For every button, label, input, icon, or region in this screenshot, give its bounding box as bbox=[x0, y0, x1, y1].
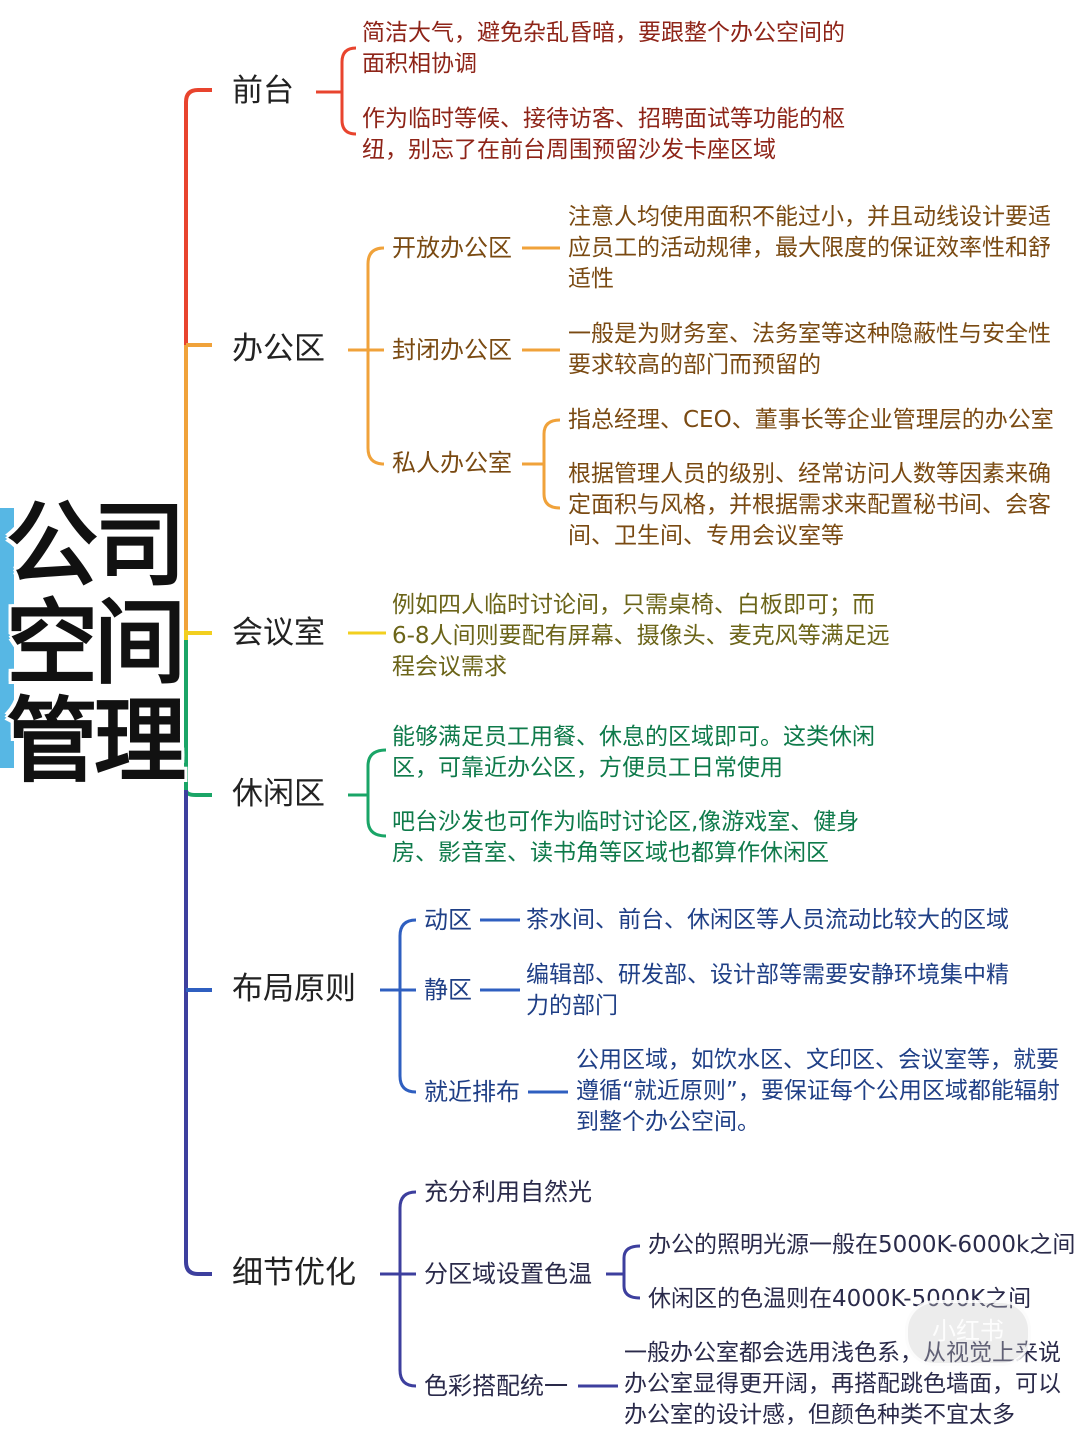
office-private-label: 私人办公室 bbox=[392, 449, 512, 477]
title-line-1: 公司 bbox=[6, 492, 186, 599]
title-line-2: 空间 bbox=[6, 590, 186, 697]
layout-dynamic-note: 茶水间、前台、休闲区等人员流动比较大的区域 bbox=[526, 907, 1009, 933]
layout-nearby-label: 就近排布 bbox=[424, 1078, 520, 1106]
layout-dynamic-label: 动区 bbox=[424, 906, 472, 934]
branch-meeting: 会议室 bbox=[232, 615, 325, 651]
title-line-3: 管理 bbox=[6, 688, 186, 795]
detail-temp-note-2: 休闲区的色温则在4000K-5000K之间 bbox=[648, 1286, 1032, 1312]
branch-detail: 细节优化 bbox=[232, 1255, 356, 1291]
office-closed-label: 封闭办公区 bbox=[392, 336, 512, 364]
office-private-note-1: 指总经理、CEO、董事长等企业管理层的办公室 bbox=[568, 407, 1054, 433]
detail-color-label: 色彩搭配统一 bbox=[424, 1372, 568, 1400]
detail-light-label: 充分利用自然光 bbox=[424, 1178, 592, 1206]
detail-temp-label: 分区域设置色温 bbox=[424, 1260, 592, 1288]
watermark-logo: 小红书 bbox=[905, 1300, 1031, 1366]
leisure-note-1: 能够满足员工用餐、休息的区域即可。这类休闲区，可靠近办公区，方便员工日常使用 bbox=[392, 724, 875, 781]
office-open-label: 开放办公区 bbox=[392, 234, 512, 262]
title-accent bbox=[0, 508, 14, 768]
branch-leisure: 休闲区 bbox=[232, 776, 325, 812]
layout-quiet-note: 编辑部、研发部、设计部等需要安静环境集中精力的部门 bbox=[526, 962, 1009, 1019]
branch-layout: 布局原则 bbox=[232, 971, 356, 1007]
office-open-note: 注意人均使用面积不能过小，并且动线设计要适应员工的活动规律，最大限度的保证效率性… bbox=[568, 204, 1051, 292]
office-private-note-2: 根据管理人员的级别、经常访问人数等因素来确定面积与风格，并根据需求来配置秘书间、… bbox=[568, 461, 1051, 549]
branch-office: 办公区 bbox=[232, 331, 325, 367]
reception-note-1: 简洁大气，避免杂乱昏暗，要跟整个办公空间的面积相协调 bbox=[362, 20, 845, 77]
layout-nearby-note: 公用区域，如饮水区、文印区、会议室等，就要遵循“就近原则”，要保证每个公用区域都… bbox=[576, 1047, 1060, 1135]
detail-temp-note-1: 办公的照明光源一般在5000K-6000k之间 bbox=[648, 1232, 1076, 1258]
reception-note-2: 作为临时等候、接待访客、招聘面试等功能的枢纽，别忘了在前台周围预留沙发卡座区域 bbox=[362, 106, 845, 163]
detail-color-note: 一般办公室都会选用浅色系，从视觉上来说办公室显得更开阔，再搭配跳色墙面，可以办公… bbox=[624, 1340, 1061, 1428]
branch-reception: 前台 bbox=[232, 73, 294, 109]
office-closed-note: 一般是为财务室、法务室等这种隐蔽性与安全性要求较高的部门而预留的 bbox=[568, 321, 1051, 378]
leisure-note-2: 吧台沙发也可作为临时讨论区,像游戏室、健身房、影音室、读书角等区域也都算作休闲区 bbox=[392, 809, 860, 866]
layout-quiet-label: 静区 bbox=[424, 976, 472, 1004]
